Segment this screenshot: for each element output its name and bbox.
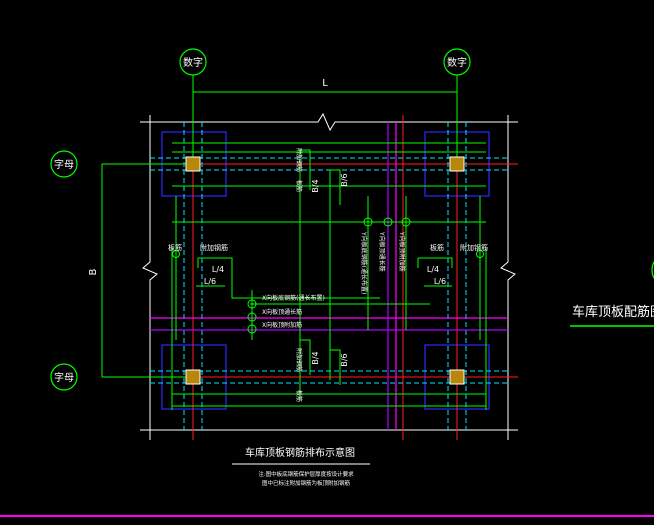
grid-bubble-top-right: 数字 [443, 48, 471, 76]
note-x-rebar-3: X向板顶附加筋 [262, 321, 302, 329]
note-top-slab: 板筋 [295, 180, 303, 192]
dim-left-l6: L/6 [204, 277, 216, 286]
rebar-lines [101, 75, 487, 410]
note-x-rebar-1: X向板底钢筋(通长布置) [262, 294, 325, 302]
dim-top-l6: B/6 [340, 173, 349, 186]
grid-bubble-left-bottom: 字母 [50, 363, 78, 391]
dimension-labels: L B B/4 B/6 B/4 B/6 L/4 L/6 L/4 L/6 [88, 78, 446, 367]
grid-bubble-left-top: 字母 [50, 150, 78, 178]
note-x-rebar-2: X向板顶通长筋 [262, 308, 302, 316]
column-bottom-right [449, 369, 465, 385]
note-left-slab: 板筋 [168, 243, 182, 252]
note-y-rebar-2: Y向板顶通长筋 [378, 231, 386, 272]
dim-right-l6: L/6 [434, 277, 446, 286]
beam-dashed-lines [150, 122, 508, 430]
dim-bottom-l4: B/4 [311, 351, 320, 364]
column-top-right [449, 156, 465, 172]
dim-top-l4: B/4 [311, 179, 320, 192]
drawing-title: 车库顶板钢筋排布示意图 [245, 446, 355, 459]
column-bottom-left [185, 369, 201, 385]
note-line-2: 图中已标注附加钢筋为板顶附加钢筋 [262, 479, 351, 487]
slab-outline [140, 112, 518, 440]
side-view: 车库顶板配筋图 [570, 261, 654, 327]
note-y-rebar-1: Y向板底钢筋(通长布置) [360, 231, 368, 294]
side-title: 车库顶板配筋图 [572, 304, 654, 320]
note-right-rebar: 附加钢筋 [460, 243, 488, 252]
dim-span-x: L [322, 78, 328, 89]
grid-label: 字母 [54, 371, 74, 384]
note-bottom-slab: 板筋 [295, 390, 303, 402]
grid-label: 数字 [183, 56, 203, 69]
note-right-slab: 板筋 [430, 243, 444, 252]
dim-bottom-l6: B/6 [340, 353, 349, 366]
grid-label: 字母 [54, 158, 74, 171]
column-top-left [185, 156, 201, 172]
note-left-rebar: 附加钢筋 [200, 243, 228, 252]
dim-right-l4: L/4 [427, 265, 439, 274]
note-line-1: 注:图中板底钢筋保护层厚度按设计要求 [258, 470, 354, 478]
note-y-rebar-3: Y向板顶附加筋 [398, 231, 406, 272]
dim-span-y: B [88, 268, 99, 275]
middle-strips [150, 122, 508, 430]
rebar-markers [172, 217, 484, 334]
grid-bubble-top-left: 数字 [179, 48, 207, 76]
title-block: 车库顶板钢筋排布示意图 注:图中板底钢筋保护层厚度按设计要求 图中已标注附加钢筋… [232, 446, 370, 487]
rebar-annotations: 附加钢筋 板筋 板筋 附加钢筋 板筋 附加钢筋 附加钢筋 板筋 Y向板底钢筋(通… [168, 148, 488, 402]
grid-label: 数字 [447, 56, 467, 69]
note-bottom-rebar: 附加钢筋 [295, 348, 303, 372]
dim-left-l4: L/4 [212, 265, 224, 274]
columns [185, 156, 465, 385]
note-top-rebar: 附加钢筋 [295, 148, 303, 172]
axis-bubbles: 数字 数字 字母 字母 [50, 48, 471, 391]
